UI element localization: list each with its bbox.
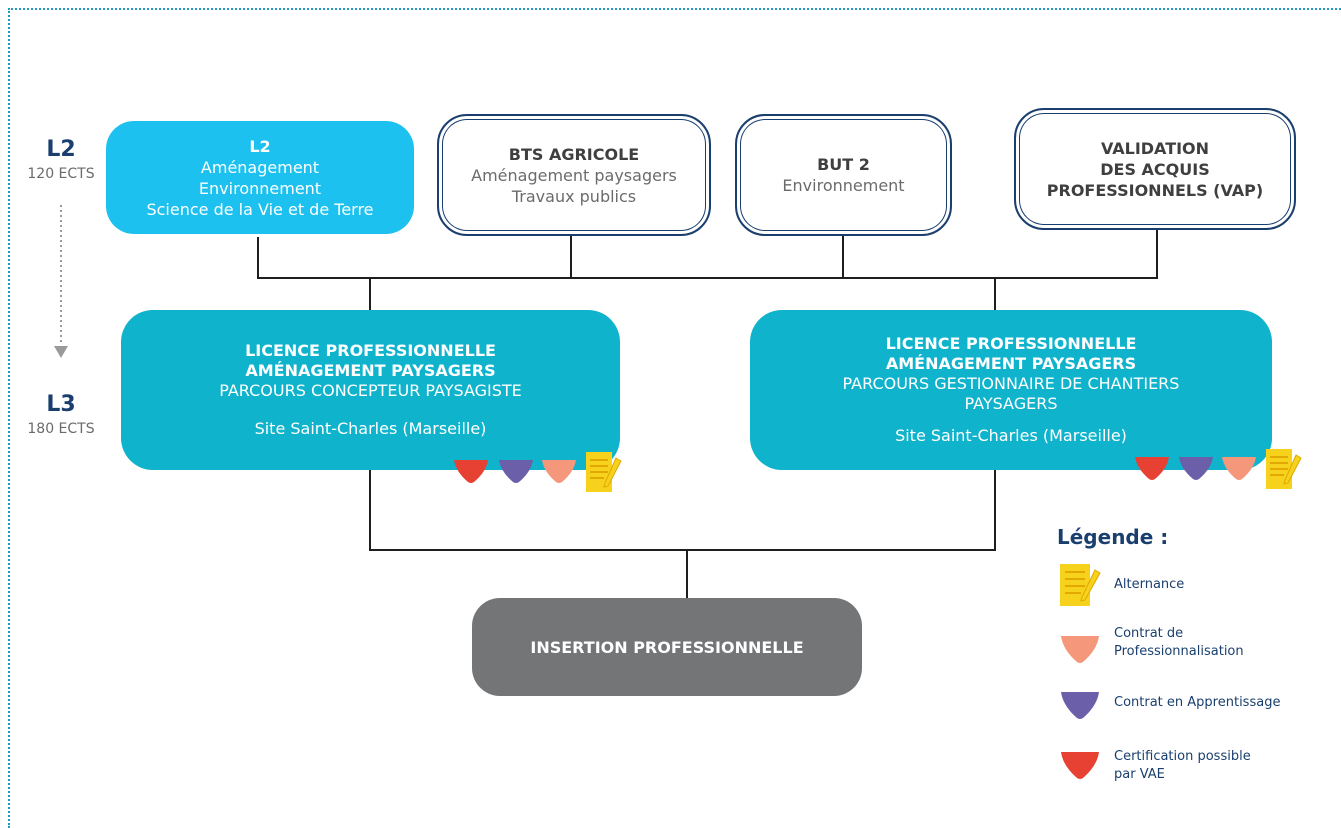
- source-box-l2: L2 Aménagement Environnement Science de …: [106, 121, 414, 234]
- level-ects: 120 ECTS: [27, 166, 95, 182]
- licence-parcours: PARCOURS CONCEPTEUR PAYSAGISTE: [219, 381, 522, 400]
- level-code: L3: [46, 392, 76, 417]
- source-box-vap: VALIDATION DES ACQUIS PROFESSIONNELS (VA…: [1014, 108, 1296, 230]
- legend-label: Contrat en Apprentissage: [1114, 695, 1281, 710]
- source-title: L2: [249, 136, 271, 156]
- alternance-icon: [586, 452, 622, 492]
- level-ects: 180 ECTS: [27, 421, 95, 437]
- level-l2: L2 120 ECTS: [21, 137, 101, 183]
- source-line: Aménagement paysagers: [471, 165, 677, 185]
- licence-site: Site Saint-Charles (Marseille): [895, 426, 1127, 445]
- licence-title-line1: LICENCE PROFESSIONNELLE: [245, 341, 496, 360]
- alternance-icon: [1266, 449, 1302, 489]
- apprentissage-icon: [1061, 692, 1099, 719]
- legend-label: Contrat de Professionnalisation: [1114, 626, 1244, 659]
- source-title: BUT 2: [817, 155, 870, 174]
- source-box-but: BUT 2 Environnement: [735, 114, 952, 236]
- licence-parcours: PARCOURS GESTIONNAIRE DE CHANTIERS PAYSA…: [842, 374, 1180, 413]
- professionnalisation-icon: [1061, 636, 1099, 663]
- dotted-frame: [8, 8, 1341, 828]
- legend-label: Alternance: [1114, 577, 1185, 592]
- licence-box-gestionnaire: LICENCE PROFESSIONNELLE AMÉNAGEMENT PAYS…: [750, 310, 1272, 470]
- outcome-label: INSERTION PROFESSIONNELLE: [530, 637, 804, 657]
- licence-site: Site Saint-Charles (Marseille): [254, 419, 487, 438]
- licence-title-line2: AMÉNAGEMENT PAYSAGERS: [245, 361, 496, 380]
- vae-icon: [1135, 457, 1169, 480]
- alternance-icon: [1060, 564, 1101, 606]
- apprentissage-icon: [1179, 457, 1213, 480]
- professionnalisation-icon: [1222, 457, 1256, 480]
- licence-title-line1: LICENCE PROFESSIONNELLE: [885, 334, 1137, 353]
- outcome-box: INSERTION PROFESSIONNELLE: [472, 598, 862, 696]
- apprentissage-icon: [499, 460, 533, 483]
- legend-title: Légende :: [1057, 525, 1169, 549]
- source-line: Environnement: [198, 178, 322, 198]
- licence-box-concepteur: LICENCE PROFESSIONNELLE AMÉNAGEMENT PAYS…: [121, 310, 620, 470]
- source-line: Aménagement: [200, 157, 320, 177]
- licence-title-line2: AMÉNAGEMENT PAYSAGERS: [885, 354, 1137, 373]
- vae-icon: [1061, 752, 1099, 779]
- vae-icon: [454, 460, 488, 483]
- source-line: Science de la Vie et de Terre: [146, 199, 374, 219]
- source-title: VALIDATION DES ACQUIS PROFESSIONNELS (VA…: [1046, 138, 1264, 200]
- source-line: Travaux publics: [511, 186, 637, 206]
- professionnalisation-icon: [542, 460, 576, 483]
- level-code: L2: [46, 137, 76, 162]
- source-box-bts: BTS AGRICOLE Aménagement paysagers Trava…: [437, 114, 711, 236]
- source-line: Environnement: [782, 176, 905, 195]
- level-l3: L3 180 ECTS: [21, 392, 101, 438]
- legend-label: Certification possible par VAE: [1114, 749, 1251, 782]
- source-title: BTS AGRICOLE: [508, 144, 640, 164]
